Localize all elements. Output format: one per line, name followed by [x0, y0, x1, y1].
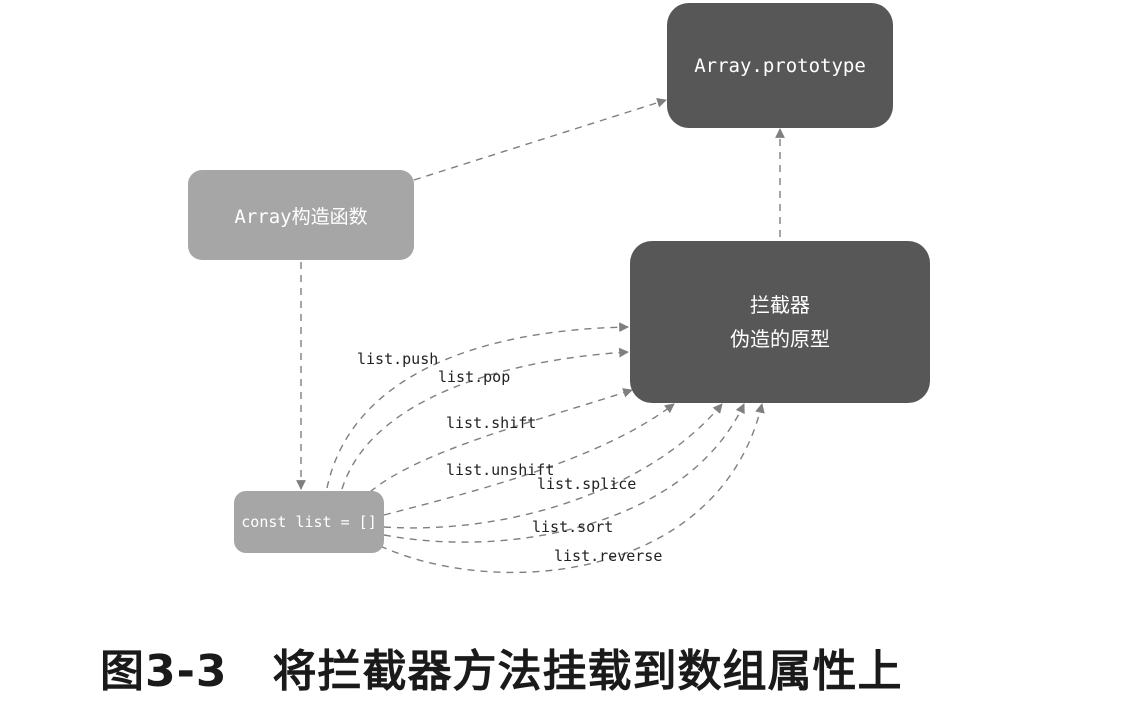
- array-prototype-node: Array.prototype: [667, 3, 893, 128]
- arrow-constructor-to-prototype: [413, 97, 667, 181]
- array-constructor-node: Array构造函数: [188, 170, 414, 260]
- arrow-unshift: [383, 403, 675, 516]
- arrow-sort: [383, 403, 745, 543]
- figure-caption: 图3-3 将拦截器方法挂载到数组属性上: [100, 646, 903, 697]
- interceptor-label-line1: 拦截器: [750, 293, 810, 317]
- array-prototype-label: Array.prototype: [694, 54, 866, 77]
- arrow-splice: [383, 403, 723, 529]
- arrow-reverse: [379, 403, 765, 574]
- method-label-push: list.push: [357, 350, 439, 368]
- method-label-reverse: list.reverse: [554, 547, 663, 565]
- method-label-pop: list.pop: [438, 368, 511, 386]
- arrow-shift: [369, 388, 633, 493]
- method-label-shift: list.shift: [446, 414, 537, 432]
- method-label-splice: list.splice: [537, 475, 637, 493]
- interceptor-label-line2: 伪造的原型: [730, 327, 830, 351]
- arrow-pop: [341, 347, 629, 490]
- method-label-unshift: list.unshift: [446, 461, 555, 479]
- arrow-push: [326, 322, 629, 489]
- array-constructor-label: Array构造函数: [234, 205, 368, 228]
- list-instance-label: const list = []: [241, 513, 377, 531]
- interceptor-node: 拦截器 伪造的原型: [630, 241, 930, 403]
- list-instance-node: const list = []: [234, 491, 384, 553]
- method-label-sort: list.sort: [532, 518, 614, 536]
